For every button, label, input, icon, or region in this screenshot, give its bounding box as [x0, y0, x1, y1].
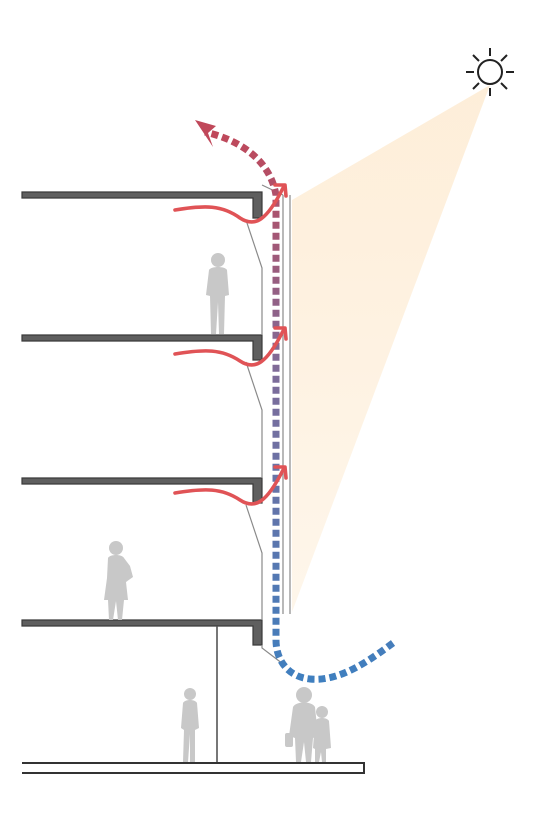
- sun-icon: [466, 48, 514, 96]
- floor-slab: [21, 191, 263, 219]
- exhaust-arrow-head: [195, 120, 216, 147]
- warm-air-arrow: [173, 465, 288, 506]
- sunlight-cone: [292, 85, 490, 612]
- person-silhouette: [206, 253, 229, 334]
- person-silhouette: [285, 687, 318, 762]
- ground-plane: [22, 762, 365, 774]
- person-silhouette: [181, 688, 199, 762]
- stack-airflow: [204, 128, 396, 683]
- inner-glazing: [245, 219, 284, 665]
- floor-slab: [21, 334, 263, 361]
- person-silhouette: [313, 706, 331, 762]
- warm-air-arrow: [173, 183, 288, 224]
- warm-air-arrow: [173, 326, 288, 367]
- person-silhouette: [104, 541, 133, 620]
- floor-slab: [21, 619, 263, 646]
- floor-slab: [21, 477, 263, 504]
